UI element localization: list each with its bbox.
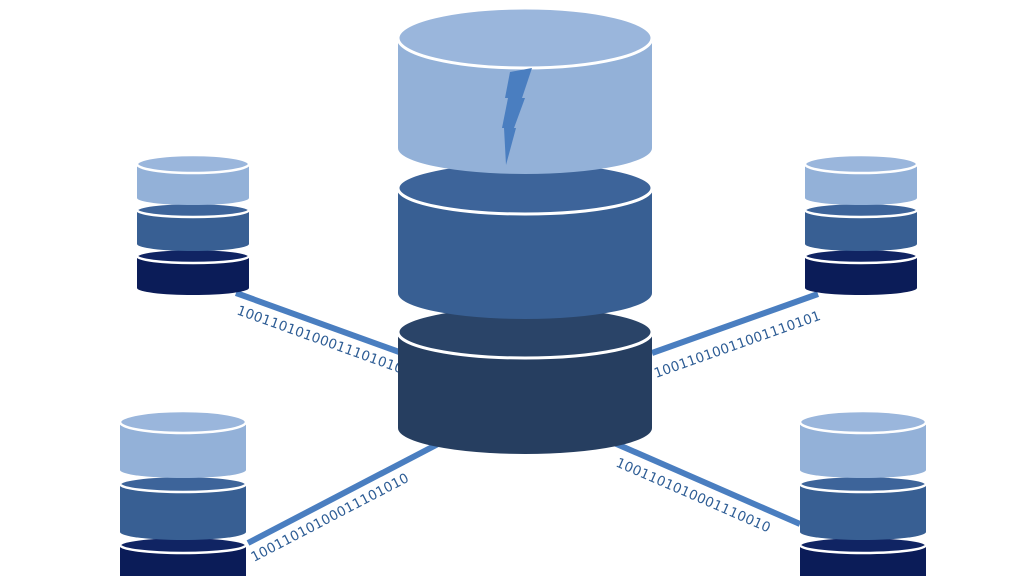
database-top-left [135,153,251,295]
central-tier-light-top [396,6,654,70]
tier-light-top [798,409,928,435]
database-bottom-left [118,409,248,576]
tier-medium-top [803,201,919,219]
tier-light-top [803,153,919,175]
tier-medium-top [798,474,928,494]
database-top-right [803,153,919,295]
crack-icon [502,68,532,165]
binary-label-bottom-right: 1001101010001110010 [613,455,773,536]
tier-medium-top [135,201,251,219]
tier-light-top [118,409,248,435]
connector-line-bottom-right [610,439,802,527]
connector-line-top-left [234,290,404,356]
connector-line-bottom-left [246,441,440,546]
database-bottom-right [798,409,928,576]
central-database [396,6,654,454]
binary-label-top-left: 10011010100011101010 [235,303,406,378]
connector-line-top-right [650,291,820,356]
tier-navy-top [135,247,251,265]
connector-lines [234,290,820,546]
tier-navy-top [803,247,919,265]
binary-label-bottom-left: 10011010100011101010 [248,470,411,565]
tier-medium-top [118,474,248,494]
tier-light-top [135,153,251,175]
